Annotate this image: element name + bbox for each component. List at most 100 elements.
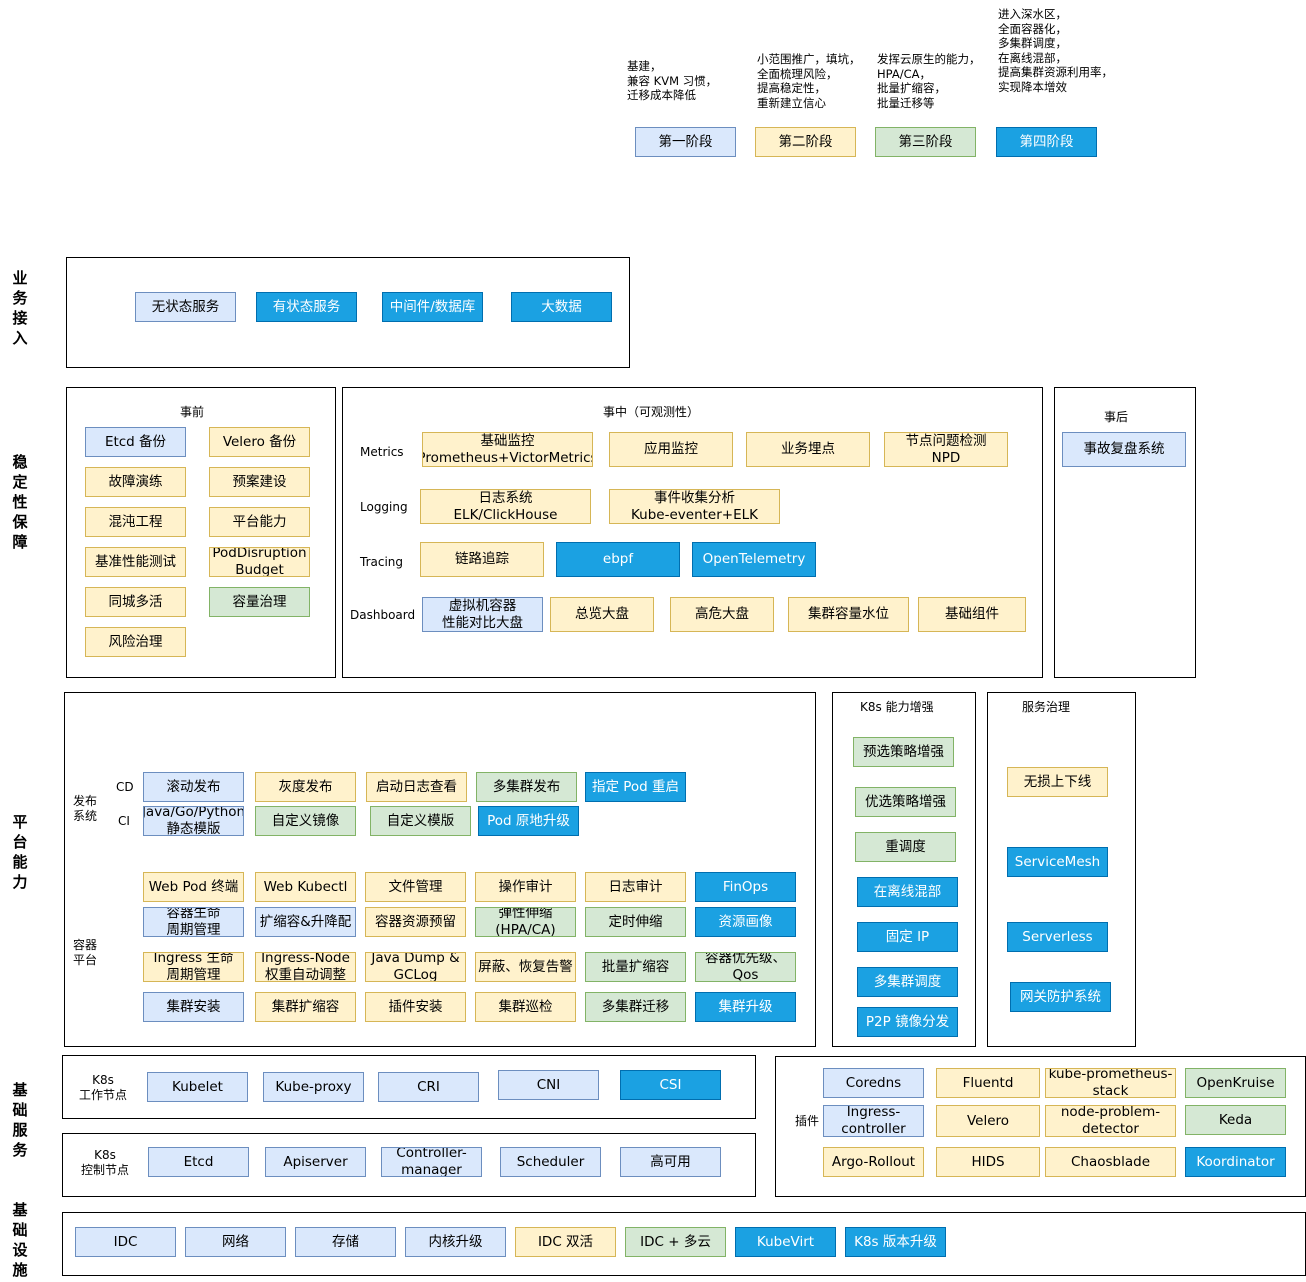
worker-item: CSI bbox=[620, 1070, 721, 1100]
during-title: 事中（可观测性） bbox=[603, 405, 700, 419]
ci-item: 自定义镜像 bbox=[255, 806, 356, 836]
container-item: 弹性伸缩 (HPA/CA) bbox=[475, 907, 576, 937]
dashboard-item: 虚拟机容器 性能对比大盘 bbox=[422, 597, 543, 632]
stability-during-frame bbox=[342, 387, 1043, 678]
container-item: 多集群迁移 bbox=[585, 992, 686, 1022]
tracing-label: Tracing bbox=[360, 555, 404, 569]
metrics-item: 应用监控 bbox=[609, 432, 733, 467]
worker-item: CNI bbox=[498, 1070, 599, 1100]
before-item: Velero 备份 bbox=[209, 427, 310, 457]
container-item: 日志审计 bbox=[585, 872, 686, 902]
cd-item: 灰度发布 bbox=[255, 772, 356, 802]
plugin-item: HIDS bbox=[936, 1147, 1040, 1177]
big-data: 大数据 bbox=[511, 292, 612, 322]
phase2-note: 小范围推广，填坑， 全面梳理风险， 提高稳定性， 重新建立信心 bbox=[757, 52, 861, 110]
phase3-legend: 第三阶段 bbox=[875, 127, 976, 157]
k8s-enhance-item: 固定 IP bbox=[857, 922, 958, 952]
plugin-item: Fluentd bbox=[936, 1068, 1040, 1098]
stateless-service: 无状态服务 bbox=[135, 292, 236, 322]
infra-item: IDC bbox=[75, 1227, 176, 1257]
ci-item: Java/Go/Python 静态模版 bbox=[143, 806, 244, 836]
dashboard-item: 基础组件 bbox=[918, 597, 1026, 632]
infra-item: IDC 双活 bbox=[515, 1227, 616, 1257]
release-system-label: 发布 系统 bbox=[72, 794, 97, 823]
ci-item: Pod 原地升级 bbox=[478, 806, 579, 836]
phase4-legend: 第四阶段 bbox=[996, 127, 1097, 157]
container-item: 集群巡检 bbox=[475, 992, 576, 1022]
phase1-legend: 第一阶段 bbox=[635, 127, 736, 157]
layer-base-service-label: 基础服务 bbox=[12, 1081, 28, 1159]
tracing-item: ebpf bbox=[556, 542, 680, 577]
k8s-enhance-item: P2P 镜像分发 bbox=[857, 1007, 958, 1037]
logging-item: 日志系统 ELK/ClickHouse bbox=[420, 489, 591, 524]
dashboard-item: 集群容量水位 bbox=[788, 597, 909, 632]
before-item: 风险治理 bbox=[85, 627, 186, 657]
metrics-item: 节点问题检测 NPD bbox=[884, 432, 1008, 467]
dashboard-item: 高危大盘 bbox=[670, 597, 774, 632]
ci-label: CI bbox=[118, 814, 130, 828]
infra-item: 存储 bbox=[295, 1227, 396, 1257]
worker-node-label: K8s 工作节点 bbox=[78, 1073, 127, 1102]
worker-item: Kube-proxy bbox=[263, 1072, 364, 1102]
platform-frame bbox=[64, 692, 816, 1047]
plugin-item: Koordinator bbox=[1185, 1147, 1286, 1177]
control-item: Scheduler bbox=[500, 1147, 601, 1177]
container-item: FinOps bbox=[695, 872, 796, 902]
metrics-label: Metrics bbox=[360, 445, 404, 459]
infra-item: IDC + 多云 bbox=[625, 1227, 726, 1257]
before-item: PodDisruption Budget bbox=[209, 547, 310, 577]
before-item: 混沌工程 bbox=[85, 507, 186, 537]
after-title: 事后 bbox=[1104, 410, 1129, 424]
layer-platform-label: 平台能力 bbox=[12, 813, 28, 891]
infra-item: 内核升级 bbox=[405, 1227, 506, 1257]
container-item: 定时伸缩 bbox=[585, 907, 686, 937]
before-item: 预案建设 bbox=[209, 467, 310, 497]
cd-item: 多集群发布 bbox=[476, 772, 577, 802]
layer-business-label: 业务接入 bbox=[12, 269, 28, 347]
plugin-item: OpenKruise bbox=[1185, 1068, 1286, 1098]
service-gov-item: ServiceMesh bbox=[1007, 847, 1108, 877]
control-item: 高可用 bbox=[620, 1147, 721, 1177]
phase4-note: 进入深水区， 全面容器化， 多集群调度， 在离线混部， 提高集群资源利用率， 实… bbox=[998, 7, 1113, 94]
phase3-note: 发挥云原生的能力， HPA/CA， 批量扩缩容， 批量迁移等 bbox=[877, 52, 981, 110]
service-gov-item: 网关防护系统 bbox=[1010, 982, 1111, 1012]
phase1-note: 基建， 兼容 KVM 习惯， 迁移成本降低 bbox=[627, 59, 718, 102]
cd-item: 启动日志查看 bbox=[366, 772, 467, 802]
container-item: 批量扩缩容 bbox=[585, 952, 686, 982]
plugin-item: Chaosblade bbox=[1045, 1147, 1176, 1177]
before-item: Etcd 备份 bbox=[85, 427, 186, 457]
container-item: Web Pod 终端 bbox=[143, 872, 244, 902]
logging-label: Logging bbox=[360, 500, 408, 514]
control-node-label: K8s 控制节点 bbox=[80, 1148, 129, 1177]
worker-item: CRI bbox=[378, 1072, 479, 1102]
control-item: Etcd bbox=[148, 1147, 249, 1177]
container-item: 集群扩缩容 bbox=[255, 992, 356, 1022]
service-gov-item: 无损上下线 bbox=[1007, 767, 1108, 797]
container-item: 集群安装 bbox=[143, 992, 244, 1022]
before-item: 平台能力 bbox=[209, 507, 310, 537]
k8s-enhance-item: 在离线混部 bbox=[857, 877, 958, 907]
container-item: 操作审计 bbox=[475, 872, 576, 902]
tracing-item: 链路追踪 bbox=[420, 542, 544, 577]
infra-item: 网络 bbox=[185, 1227, 286, 1257]
cd-label: CD bbox=[116, 780, 134, 794]
plugin-item: Ingress- controller bbox=[823, 1105, 924, 1137]
service-gov-item: Serverless bbox=[1007, 922, 1108, 952]
infra-item: KubeVirt bbox=[735, 1227, 836, 1257]
worker-item: Kubelet bbox=[147, 1072, 248, 1102]
container-item: Ingress-Node 权重自动调整 bbox=[255, 952, 356, 982]
before-item: 同城多活 bbox=[85, 587, 186, 617]
k8s-enhance-item: 预选策略增强 bbox=[853, 737, 954, 767]
container-item: 容器资源预留 bbox=[365, 907, 466, 937]
cd-item: 滚动发布 bbox=[143, 772, 244, 802]
container-platform-label: 容器 平台 bbox=[72, 938, 97, 967]
tracing-item: OpenTelemetry bbox=[692, 542, 816, 577]
stability-after-frame bbox=[1054, 387, 1196, 678]
cd-item: 指定 Pod 重启 bbox=[585, 772, 686, 802]
container-item: Java Dump & GCLog bbox=[365, 952, 466, 982]
container-item: 屏蔽、恢复告警 bbox=[475, 952, 576, 982]
container-item: 插件安装 bbox=[365, 992, 466, 1022]
phase2-legend: 第二阶段 bbox=[755, 127, 856, 157]
before-item: 故障演练 bbox=[85, 467, 186, 497]
layer-stability-label: 稳定性保障 bbox=[12, 453, 28, 551]
